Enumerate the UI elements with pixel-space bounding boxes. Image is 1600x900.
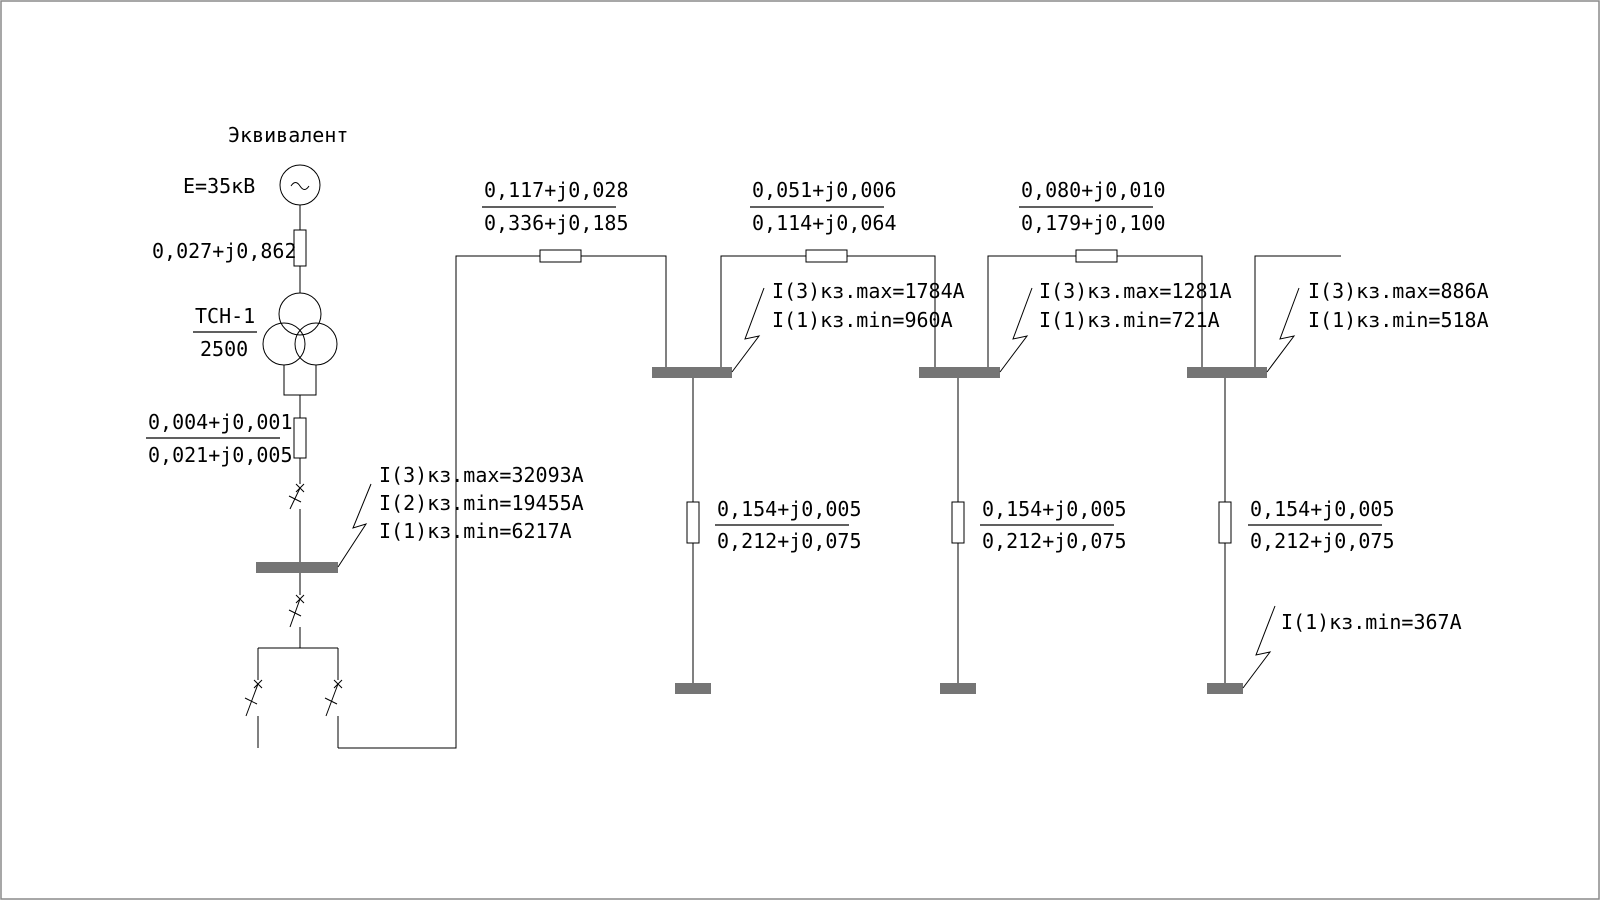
node-2-busbar: [919, 367, 1000, 378]
fault-lightning-icon: [1266, 287, 1300, 373]
node-2-fault-max: I(3)кз.max=1281A: [1039, 279, 1232, 303]
feeder-segment-2-bottom: 0,114+j0,064: [752, 211, 897, 235]
feeder-cable-route: [338, 255, 560, 749]
transformer-rating: 2500: [200, 337, 248, 361]
node-1-fault-min: I(1)кз.min=960A: [772, 308, 953, 332]
transformer-winding-right: [294, 322, 338, 366]
main-fault-line-3: I(1)кз.min=6217A: [379, 519, 572, 543]
fault-lightning-icon: [337, 483, 372, 568]
branch-2: 0,154+j0,005 0,212+j0,075: [940, 378, 1127, 694]
generator-symbol: [279, 164, 321, 206]
feeder-segment-1-bottom: 0,336+j0,185: [484, 211, 629, 235]
feeder-segment-3-resistor: [1075, 249, 1118, 263]
main-fault-line-2: I(2)кз.min=19455A: [379, 491, 584, 515]
branch-1-resistor: [686, 501, 700, 544]
wire: [581, 255, 667, 372]
circuit-breaker-icon: [288, 483, 305, 562]
branch-1-end-busbar: [675, 683, 711, 694]
branch-1-bottom: 0,212+j0,075: [717, 529, 862, 553]
branch-1: 0,154+j0,005 0,212+j0,075: [675, 378, 862, 694]
node-1-busbar: [652, 367, 732, 378]
node-3-fault-min: I(1)кз.min=518A: [1308, 308, 1489, 332]
main-fault-line-1: I(3)кз.max=32093A: [379, 463, 584, 487]
source-equivalent: Эквивалент E=35кВ 0,027+j0,862: [152, 123, 348, 293]
ac-tilde-icon: [290, 182, 310, 190]
fault-lightning-icon: [731, 287, 765, 373]
feeder-segment-2-top: 0,051+j0,006: [752, 178, 897, 202]
source-title: Эквивалент: [228, 123, 348, 147]
source-impedance-label: 0,027+j0,862: [152, 239, 297, 263]
transformer-lead-resistor: [293, 417, 307, 459]
source-emf-label: E=35кВ: [183, 174, 255, 198]
branch-3: 0,154+j0,005 0,212+j0,075 I(1)кз.min=367…: [1207, 378, 1462, 694]
circuit-breaker-icon: [324, 648, 343, 748]
feeder-segment-3-bottom: 0,179+j0,100: [1021, 211, 1166, 235]
main-busbar: [256, 562, 338, 573]
branch-2-end-busbar: [940, 683, 976, 694]
feeder-segment-3-top: 0,080+j0,010: [1021, 178, 1166, 202]
transformer-tsn1: ТСН-1 2500 0,004+j0,001 0,021+j0,005: [146, 292, 338, 484]
feeder-segment-2-resistor: [805, 249, 848, 263]
wire: [720, 255, 806, 367]
fault-lightning-icon: [999, 287, 1033, 373]
node-2-fault-min: I(1)кз.min=721A: [1039, 308, 1220, 332]
branch-3-resistor: [1218, 501, 1232, 544]
feeder-segment-1-resistor: [539, 249, 582, 263]
wire: [1117, 255, 1203, 372]
transformer-winding-top: [278, 292, 322, 336]
branch-2-resistor: [951, 501, 965, 544]
transformer-lead-bottom: 0,021+j0,005: [148, 443, 293, 467]
wire-continuation: [1254, 255, 1341, 367]
wire: [987, 255, 1076, 367]
transformer-name: ТСН-1: [195, 304, 255, 328]
fault-lightning-icon: [1242, 605, 1276, 689]
end-fault-label: I(1)кз.min=367A: [1281, 610, 1462, 634]
transformer-winding-left: [262, 322, 306, 366]
node-3-busbar: [1187, 367, 1267, 378]
circuit-breaker-icon: [288, 573, 305, 648]
wire: [847, 255, 936, 372]
branch-1-top: 0,154+j0,005: [717, 497, 862, 521]
branch-3-end-busbar: [1207, 683, 1243, 694]
transformer-output-loop: [283, 365, 317, 396]
node-1-fault-max: I(3)кз.max=1784A: [772, 279, 965, 303]
node-3-fault-max: I(3)кз.max=886A: [1308, 279, 1489, 303]
branch-2-top: 0,154+j0,005: [982, 497, 1127, 521]
circuit-breaker-icon: [244, 648, 263, 748]
branch-3-top: 0,154+j0,005: [1250, 497, 1395, 521]
branch-3-bottom: 0,212+j0,075: [1250, 529, 1395, 553]
feeder-segment-1-top: 0,117+j0,028: [484, 178, 629, 202]
transformer-lead-top: 0,004+j0,001: [148, 410, 293, 434]
branch-2-bottom: 0,212+j0,075: [982, 529, 1127, 553]
